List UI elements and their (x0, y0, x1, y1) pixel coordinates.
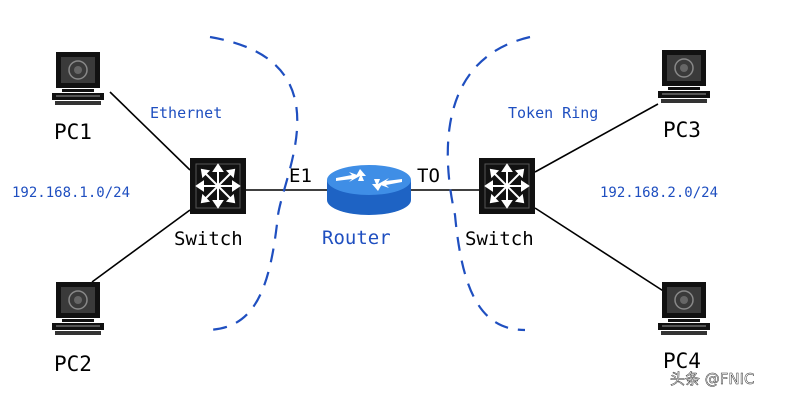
watermark: 头条 @FNIC (670, 370, 755, 388)
switch-left-icon (189, 157, 247, 215)
switch-left-label: Switch (174, 228, 243, 250)
interface-e1-label: E1 (289, 165, 312, 187)
subnet-left: 192.168.1.0/24 (12, 185, 130, 201)
network-boundary-right (446, 35, 531, 332)
network-boundary-left (204, 35, 299, 332)
link-pc2-switch (91, 209, 191, 283)
router-icon (327, 165, 411, 215)
router-label: Router (322, 227, 391, 249)
pc4-label: PC4 (663, 349, 701, 373)
link-pc1-switch (109, 91, 191, 171)
pc3-computer-icon (657, 49, 711, 104)
pc1-computer-icon (51, 51, 105, 106)
pc1-label: PC1 (54, 120, 92, 144)
switch-right-label: Switch (465, 228, 534, 250)
subnet-right: 192.168.2.0/24 (600, 185, 718, 201)
link-switch-pc4 (534, 207, 669, 295)
links (91, 91, 669, 295)
link-switch-pc3 (534, 103, 659, 173)
interface-to-label: TO (417, 165, 440, 187)
switch-right-icon (478, 157, 536, 215)
pc2-label: PC2 (54, 352, 92, 376)
network-type-left: Ethernet (150, 104, 222, 122)
pc4-computer-icon (657, 281, 711, 336)
pc2-computer-icon (51, 281, 105, 336)
network-type-right: Token Ring (508, 104, 598, 122)
pc3-label: PC3 (663, 118, 701, 142)
